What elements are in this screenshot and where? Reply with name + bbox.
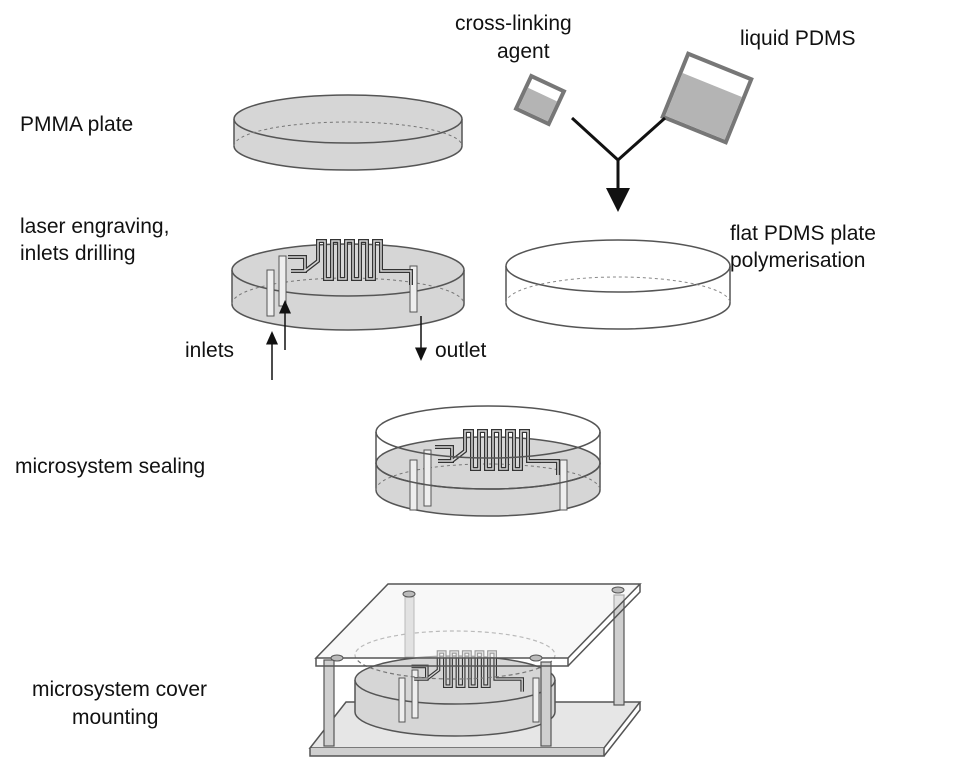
engraved-plate-drawing <box>231 239 465 331</box>
pmma-plate-drawing <box>233 94 463 171</box>
cross-linking-beaker-icon <box>513 73 567 127</box>
sealed-microsystem-drawing <box>375 405 601 517</box>
cross-linking-label-line2: agent <box>497 40 550 63</box>
flat-pdms-plate-drawing <box>505 239 731 330</box>
cover-mounting-drawing <box>308 583 642 757</box>
liquid-pdms-beaker-icon <box>660 51 754 145</box>
mixing-arrow <box>570 116 666 212</box>
flat-pdms-label-line2: polymerisation <box>730 249 865 272</box>
sealing-label: microsystem sealing <box>15 455 205 478</box>
liquid-pdms-label: liquid PDMS <box>740 27 856 50</box>
cross-linking-label-line1: cross-linking <box>455 12 572 35</box>
cover-mounting-label-line1: microsystem cover <box>32 678 207 701</box>
laser-engraving-label-line1: laser engraving, <box>20 215 169 238</box>
inlet-arrows <box>266 300 291 380</box>
laser-engraving-label-line2: inlets drilling <box>20 242 136 265</box>
inlets-label: inlets <box>185 339 234 362</box>
cover-mounting-label-line2: mounting <box>72 706 158 729</box>
outlet-label: outlet <box>435 339 487 362</box>
flat-pdms-label-line1: flat PDMS plate <box>730 222 876 245</box>
pmma-plate-label: PMMA plate <box>20 113 133 136</box>
